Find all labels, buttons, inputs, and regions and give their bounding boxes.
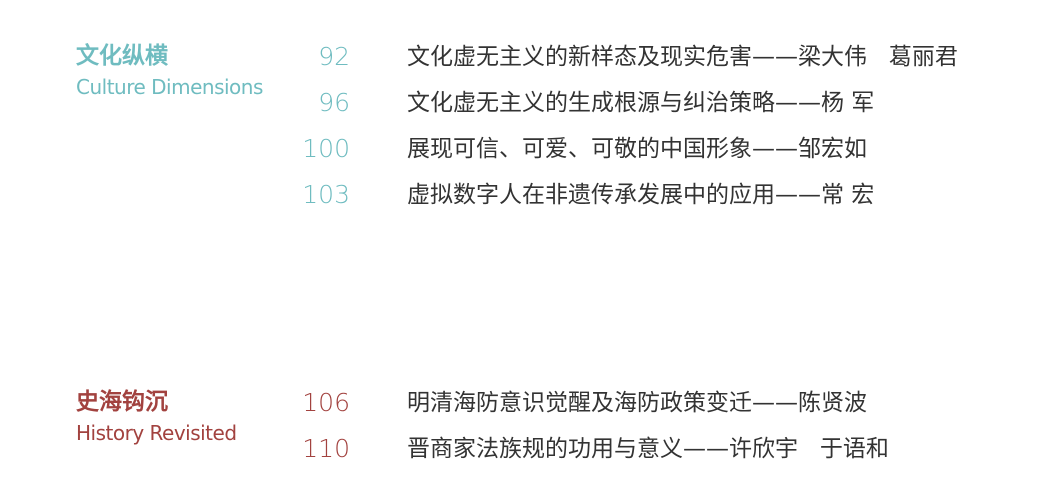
toc-entry[interactable]: 100 展现可信、可爱、可敬的中国形象——邹宏如 [0, 132, 1054, 166]
article-title: 明清海防意识觉醒及海防政策变迁——陈贤波 [407, 390, 867, 416]
section-title-cn: 史海钩沉 [76, 389, 168, 415]
page-number: 106 [302, 388, 350, 417]
page-number: 92 [318, 42, 350, 71]
article-title: 晋商家法族规的功用与意义——许欣宇 于语和 [407, 436, 889, 462]
page-number: 103 [302, 180, 350, 209]
toc-entry[interactable]: 110 晋商家法族规的功用与意义——许欣宇 于语和 [0, 432, 1054, 466]
toc-entry[interactable]: 106 明清海防意识觉醒及海防政策变迁——陈贤波 [0, 386, 1054, 420]
article-title: 展现可信、可爱、可敬的中国形象——邹宏如 [407, 136, 867, 162]
article-title: 虚拟数字人在非遗传承发展中的应用——常 宏 [407, 182, 875, 208]
section-title-cn: 文化纵横 [76, 43, 168, 69]
toc-entry[interactable]: 96 文化虚无主义的生成根源与纠治策略——杨 军 [0, 86, 1054, 120]
section-title-en: History Revisited [76, 421, 237, 445]
page-number: 96 [318, 88, 350, 117]
article-title: 文化虚无主义的新样态及现实危害——梁大伟 葛丽君 [407, 44, 958, 70]
article-title: 文化虚无主义的生成根源与纠治策略——杨 军 [407, 90, 875, 116]
section-title-en: Culture Dimensions [76, 75, 263, 99]
toc-entry[interactable]: 103 虚拟数字人在非遗传承发展中的应用——常 宏 [0, 178, 1054, 212]
toc-entry[interactable]: 92 文化虚无主义的新样态及现实危害——梁大伟 葛丽君 [0, 40, 1054, 74]
page-number: 100 [302, 134, 350, 163]
page-number: 110 [302, 434, 350, 463]
